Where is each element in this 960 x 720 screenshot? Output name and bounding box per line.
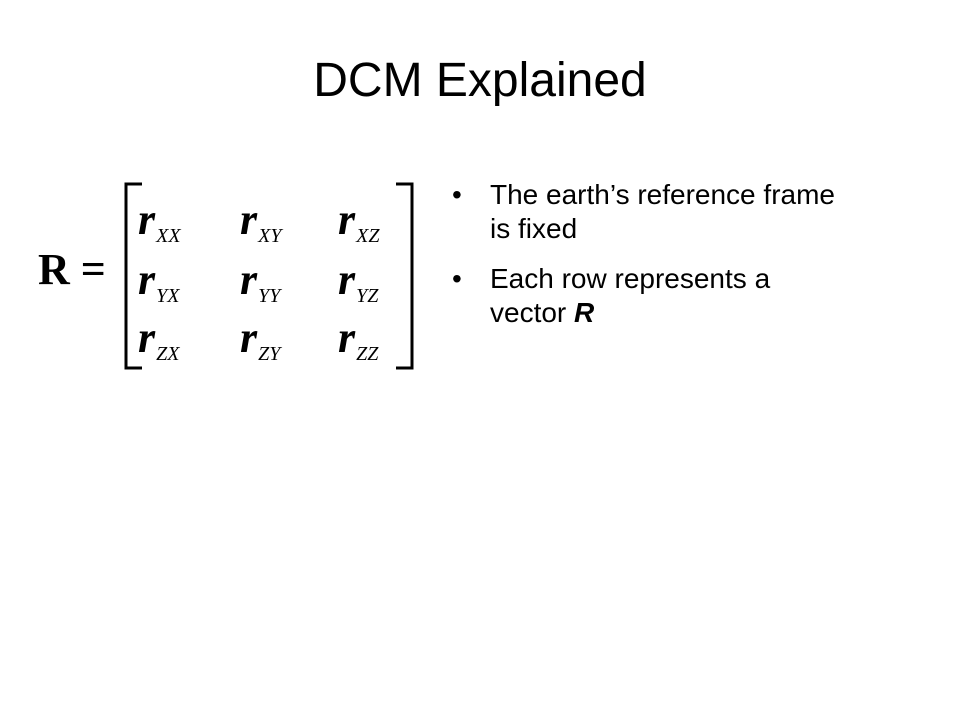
bullet-marker: • [452, 263, 462, 294]
bullet-item-row-vector: • Each row represents a vector R [452, 262, 852, 330]
bullet-marker: • [452, 179, 462, 210]
matrix-cell-yz: rYZ [338, 255, 379, 307]
equation-lhs: R = [38, 248, 106, 292]
matrix-cell-xy: rXY [240, 195, 282, 247]
right-bracket [396, 182, 414, 370]
equals-sign: = [80, 245, 106, 294]
slide-title: DCM Explained [313, 54, 647, 107]
matrix-cell-zy: rZY [240, 313, 281, 365]
matrix-cell-yy: rYY [240, 255, 281, 307]
bullet-item-fixed-frame: • The earth’s reference frame is fixed [452, 178, 852, 246]
matrix-cell-xx: rXX [138, 195, 181, 247]
bullet-emphasis: R [574, 297, 595, 328]
bullet-text: Each row represents a vector [490, 263, 771, 328]
matrix-cell-yx: rYX [138, 255, 180, 307]
left-bracket [124, 182, 142, 370]
bullet-text: The earth’s reference frame is fixed [490, 179, 835, 244]
dcm-equation: R = rXX rXY rXZ rYX rYY rYZ rZX rZY rZZ [30, 178, 430, 373]
matrix-brackets [124, 182, 414, 370]
matrix-cell-xz: rXZ [338, 195, 380, 247]
matrix-cell-zz: rZZ [338, 313, 379, 365]
lhs-symbol: R [38, 245, 70, 294]
matrix-cell-zx: rZX [138, 313, 180, 365]
bullet-list: • The earth’s reference frame is fixed •… [452, 178, 852, 346]
